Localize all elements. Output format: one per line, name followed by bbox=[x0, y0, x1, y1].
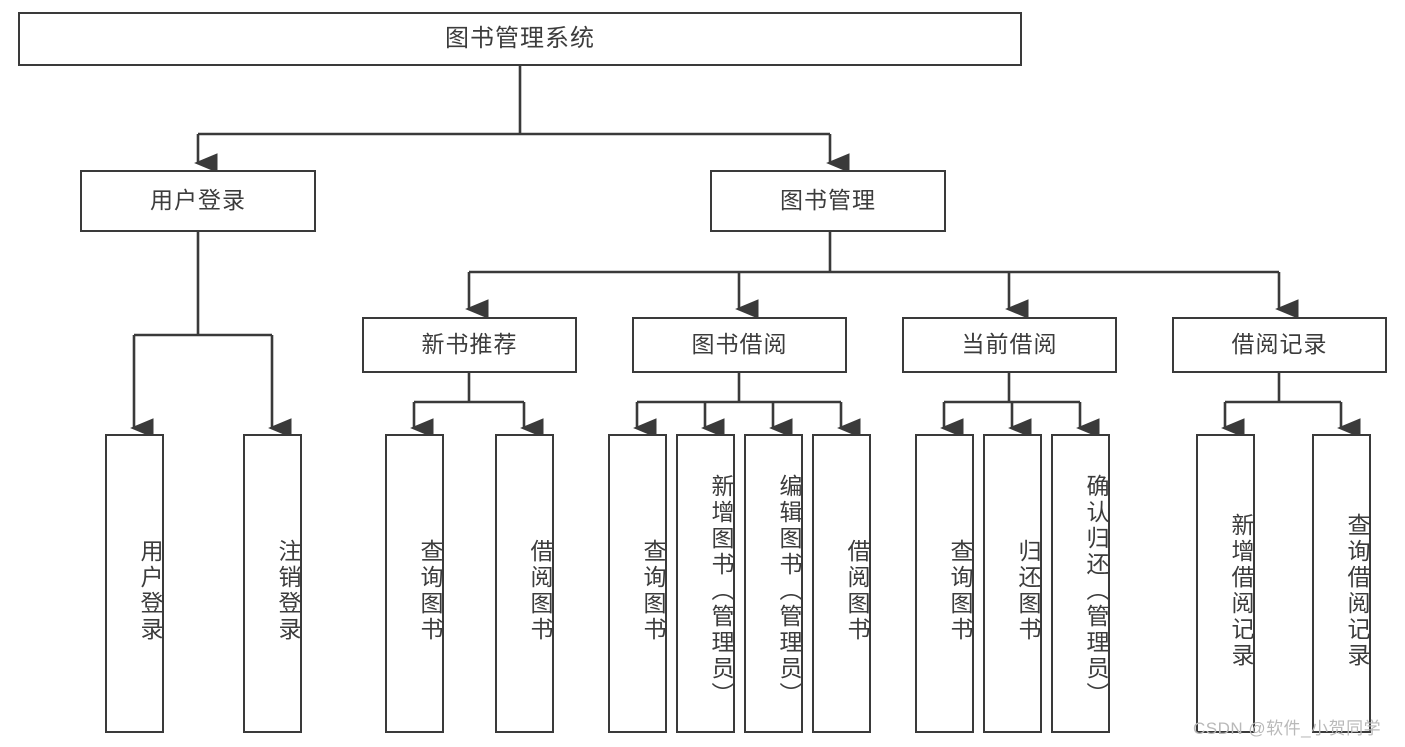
leaf-borrow-book[interactable]: 借阅图书 bbox=[812, 434, 871, 733]
leaf-user-login[interactable]: 用户登录 bbox=[105, 434, 164, 733]
node-label: 归还图书 bbox=[1015, 538, 1041, 643]
leaf-logout[interactable]: 注销登录 bbox=[243, 434, 302, 733]
node-label: 新增借阅记录 bbox=[1228, 512, 1254, 669]
node-new-book-recommend[interactable]: 新书推荐 bbox=[362, 317, 577, 373]
node-label: 注销登录 bbox=[275, 538, 301, 643]
node-label: 查询图书 bbox=[640, 538, 666, 643]
node-label: 当前借阅 bbox=[961, 331, 1058, 358]
csdn-watermark: CSDN @软件_小贺同学 bbox=[1193, 719, 1382, 738]
node-label: 借阅记录 bbox=[1231, 331, 1328, 358]
node-label: 编辑图书（管理员） bbox=[776, 473, 802, 708]
node-label: 借阅图书 bbox=[844, 538, 870, 643]
leaf-edit-book-admin[interactable]: 编辑图书（管理员） bbox=[744, 434, 803, 733]
node-borrow-record[interactable]: 借阅记录 bbox=[1172, 317, 1387, 373]
node-label: 查询图书 bbox=[417, 538, 443, 643]
node-label: 查询借阅记录 bbox=[1344, 512, 1370, 669]
leaf-return-book[interactable]: 归还图书 bbox=[983, 434, 1042, 733]
node-label: 查询图书 bbox=[947, 538, 973, 643]
leaf-query-book-current[interactable]: 查询图书 bbox=[915, 434, 974, 733]
node-label: 用户登录 bbox=[150, 187, 246, 214]
leaf-query-book-borrow[interactable]: 查询图书 bbox=[608, 434, 667, 733]
node-book-management[interactable]: 图书管理 bbox=[710, 170, 946, 232]
node-book-borrow[interactable]: 图书借阅 bbox=[632, 317, 847, 373]
node-label: 图书管理 bbox=[780, 187, 876, 214]
node-label: 新书推荐 bbox=[421, 331, 518, 358]
leaf-add-book-admin[interactable]: 新增图书（管理员） bbox=[676, 434, 735, 733]
leaf-query-borrow-record[interactable]: 查询借阅记录 bbox=[1312, 434, 1371, 733]
node-label: 借阅图书 bbox=[527, 538, 553, 643]
leaf-borrow-book-recommend[interactable]: 借阅图书 bbox=[495, 434, 554, 733]
leaf-query-book-recommend[interactable]: 查询图书 bbox=[385, 434, 444, 733]
node-label: 图书管理系统 bbox=[445, 24, 595, 52]
leaf-add-borrow-record[interactable]: 新增借阅记录 bbox=[1196, 434, 1255, 733]
node-user-login[interactable]: 用户登录 bbox=[80, 170, 316, 232]
node-label: 用户登录 bbox=[137, 538, 163, 643]
node-current-borrow[interactable]: 当前借阅 bbox=[902, 317, 1117, 373]
node-label: 确认归还（管理员） bbox=[1083, 473, 1109, 708]
node-label: 图书借阅 bbox=[691, 331, 788, 358]
node-label: 新增图书（管理员） bbox=[708, 473, 734, 708]
leaf-confirm-return-admin[interactable]: 确认归还（管理员） bbox=[1051, 434, 1110, 733]
node-root-system[interactable]: 图书管理系统 bbox=[18, 12, 1022, 66]
